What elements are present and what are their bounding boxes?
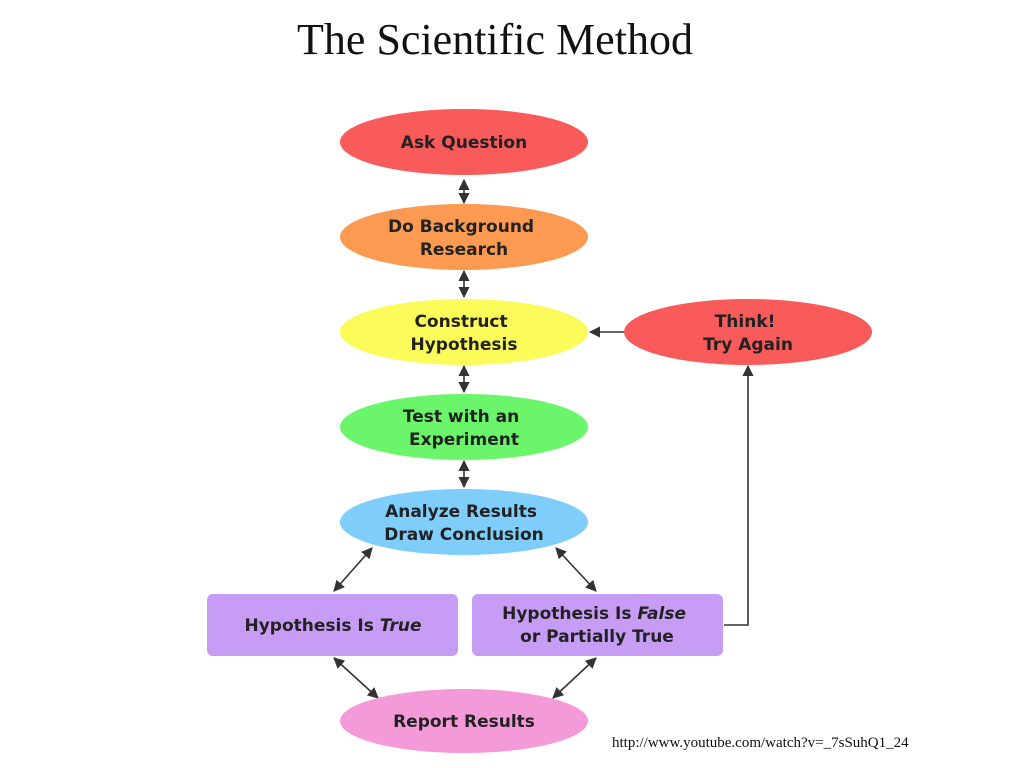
svg-text:Construct Hypothesis: Construct Hypothesis [411, 312, 518, 355]
node-hypothesis-false: Hypothesis Is False or Partially True [472, 594, 723, 656]
node-think-try-again-shape [624, 299, 872, 365]
arrow-true-report [333, 657, 379, 699]
node-report-results: Report Results [340, 689, 588, 753]
svg-text:Report Results: Report Results [393, 712, 535, 732]
node-hypothesis-true-text: Hypothesis Is [244, 616, 379, 636]
node-test-experiment-line2: Experiment [409, 430, 519, 450]
slide-title: The Scientific Method [297, 15, 693, 64]
node-analyze-results-line1: Analyze Results [385, 502, 537, 522]
node-think-try-again-line1: Think! [715, 312, 776, 332]
source-url-link[interactable]: http://www.youtube.com/watch?v=_7sSuhQ1_… [612, 735, 909, 751]
svg-text:Hypothesis Is False or: Hypothesis Is False or Partially True [502, 604, 692, 647]
arrow-false-report [552, 657, 597, 699]
node-construct-hypothesis-shape [340, 299, 588, 365]
node-background-research: Do Background Research [340, 204, 588, 270]
arrow-analyze-true [333, 547, 373, 592]
node-hypothesis-true-emphasis: True [380, 616, 422, 636]
node-construct-hypothesis-line2: Hypothesis [411, 335, 518, 355]
node-background-research-shape [340, 204, 588, 270]
node-background-research-line1: Do Background [388, 217, 534, 237]
svg-text:Analyze Results Draw C: Analyze Results Draw Conclusion [384, 502, 544, 545]
node-think-try-again-line2: Try Again [703, 335, 793, 355]
node-hypothesis-true-shape [207, 594, 458, 656]
node-ask-question-label: Ask Question [401, 133, 527, 153]
node-analyze-results: Analyze Results Draw Conclusion [340, 489, 588, 555]
svg-text:Think! Try Again: Think! Try Again [703, 312, 793, 355]
node-hypothesis-true: Hypothesis Is True [207, 594, 458, 656]
node-hypothesis-false-emphasis: False [637, 604, 686, 624]
svg-text:Test with an Experimen: Test with an Experiment [403, 407, 525, 450]
node-analyze-results-shape [340, 489, 588, 555]
arrow-analyze-false [555, 547, 597, 592]
svg-text:Hypothesis Is True: Hypothesis Is True [244, 616, 421, 636]
arrow-false-think [724, 364, 754, 626]
svg-text:Ask Question: Ask Question [401, 133, 527, 153]
node-background-research-line2: Research [420, 240, 508, 260]
node-test-experiment: Test with an Experiment [340, 394, 588, 460]
node-think-try-again: Think! Try Again [624, 299, 872, 365]
node-ask-question-shape [340, 109, 588, 175]
node-test-experiment-line1: Test with an [403, 407, 519, 427]
node-hypothesis-false-text: Hypothesis Is [502, 604, 637, 624]
node-analyze-results-line2: Draw Conclusion [384, 525, 544, 545]
connectors [333, 178, 754, 699]
node-test-experiment-shape [340, 394, 588, 460]
svg-text:Do Background Research: Do Background Research [388, 217, 540, 260]
node-hypothesis-false-shape [472, 594, 723, 656]
node-construct-hypothesis-line1: Construct [414, 312, 507, 332]
node-report-results-shape [340, 689, 588, 753]
node-report-results-label: Report Results [393, 712, 535, 732]
node-hypothesis-false-line2: or Partially True [520, 627, 674, 647]
node-construct-hypothesis: Construct Hypothesis [340, 299, 588, 365]
node-ask-question: Ask Question [340, 109, 588, 175]
